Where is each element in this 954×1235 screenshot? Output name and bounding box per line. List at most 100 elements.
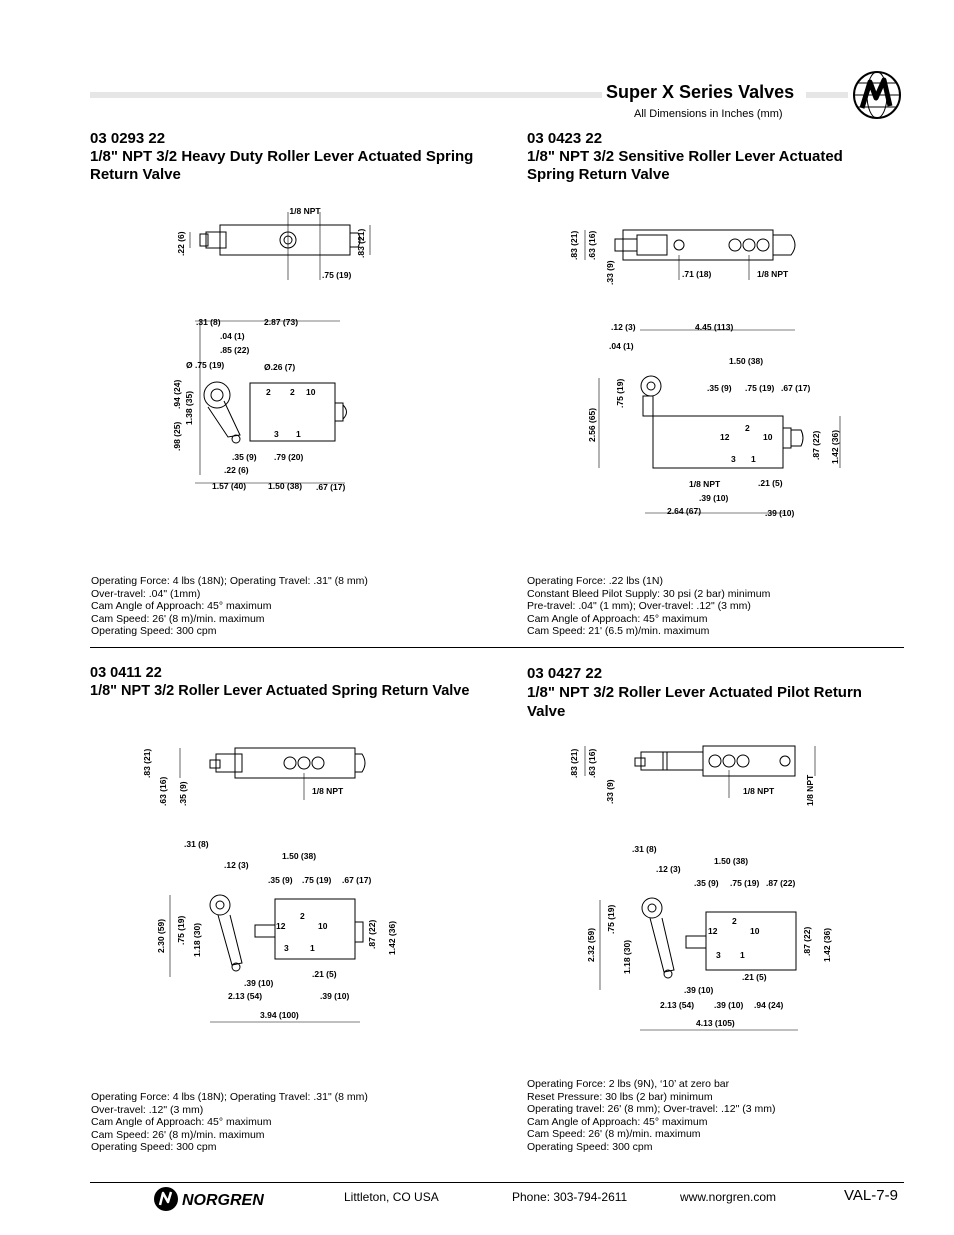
dim-label: .35 (9) (268, 875, 293, 885)
dim-label: .39 (10) (684, 985, 713, 995)
spec-line: Pre-travel: .04" (1 mm); Over-travel: .1… (527, 600, 751, 612)
drawing-4-top-view: .83 (21) .63 (16) .33 (9) 1/8 NPT 1/8 NP… (569, 745, 816, 806)
dim-label: .31 (8) (196, 317, 221, 327)
dim-label: .67 (17) (316, 482, 345, 492)
dim-label: .87 (22) (802, 927, 812, 956)
drawing-3-top-view: .83 (21) .63 (16) .35 (9) 1/8 NPT (142, 747, 366, 806)
section-1-specs: Operating Force: 4 lbs (18N); Operating … (91, 575, 368, 638)
section-1-title: 03 0293 22 1/8" NPT 3/2 Heavy Duty Rolle… (90, 130, 490, 184)
footer-rule (90, 1182, 904, 1183)
port-label: 10 (763, 432, 773, 442)
port-label: 10 (750, 926, 760, 936)
port-label: 2 (300, 911, 305, 921)
port-label: 2 (290, 387, 295, 397)
section-4-title: 03 0427 22 1/8" NPT 3/2 Roller Lever Act… (527, 664, 887, 721)
dim-label: 1/8 NPT (743, 786, 775, 796)
section-2-specs: Operating Force: .22 lbs (1N) Constant B… (527, 575, 770, 638)
dim-label: .83 (21) (356, 229, 366, 258)
dim-label: .67 (17) (342, 875, 371, 885)
part-number: 03 0411 22 (90, 665, 162, 681)
dim-label: .22 (6) (176, 231, 186, 256)
dim-label: 1.50 (38) (268, 481, 302, 491)
logo-text: NORGREN (182, 1192, 264, 1209)
page-title: Super X Series Valves (606, 82, 795, 102)
dim-label: .35 (9) (178, 781, 188, 806)
port-label: 12 (708, 926, 718, 936)
page-subtitle: All Dimensions in Inches (mm) (634, 108, 783, 120)
spec-line: Cam Speed: 21' (6.5 m)/min. maximum (527, 625, 710, 637)
norgren-logo: NORGREN (154, 1187, 264, 1211)
page-number: VAL-7-9 (844, 1187, 898, 1204)
dim-label: 3.94 (100) (260, 1010, 299, 1020)
dim-label: 1.57 (40) (212, 481, 246, 491)
section-divider (90, 647, 904, 648)
port-label: 2 (732, 916, 737, 926)
dim-label: .21 (5) (742, 972, 767, 982)
dim-label: .98 (25) (172, 422, 182, 451)
spec-line: Operating Force: 4 lbs (18N); Operating … (91, 575, 368, 587)
port-label: 3 (716, 950, 721, 960)
dim-label: .85 (22) (220, 345, 249, 355)
dim-label: .63 (16) (587, 749, 597, 778)
drawing-1-top-view: 1/8 NPT .22 (6) .83 (21) .75 (19) (176, 206, 371, 280)
dim-label: 1.50 (38) (714, 856, 748, 866)
dim-label: 4.45 (113) (695, 322, 733, 332)
dim-label: 1/8 NPT (289, 206, 321, 216)
spec-line: Operating Speed: 300 cpm (527, 1140, 653, 1153)
drawing-1-front-view: .31 (8) 2.87 (73) .04 (1) .85 (22) Ø .75… (172, 317, 347, 492)
dim-label: .75 (19) (730, 878, 759, 888)
dim-label: .94 (24) (754, 1000, 783, 1010)
dim-label: 1/8 NPT (805, 774, 815, 806)
dim-label: .22 (6) (224, 465, 249, 475)
spec-line: Cam Angle of Approach: 45° maximum (527, 1115, 708, 1128)
dim-label: 2.30 (59) (156, 919, 166, 953)
port-label: 12 (720, 432, 730, 442)
spec-line: Over-travel: .04" (1mm) (91, 587, 201, 600)
spec-line: Operating Speed: 300 cpm (91, 625, 217, 637)
dim-label: .83 (21) (569, 749, 579, 778)
dim-label: Ø .75 (19) (186, 360, 224, 370)
dim-label: .67 (17) (781, 383, 810, 393)
dim-label: 2.32 (59) (586, 928, 596, 962)
dim-label: .83 (21) (569, 231, 579, 260)
spec-line: Operating Force: .22 lbs (1N) (527, 575, 663, 587)
dim-label: 2.64 (67) (667, 506, 701, 516)
dim-label: .33 (9) (605, 260, 615, 285)
dim-label: .39 (10) (699, 493, 728, 503)
dim-label: .75 (19) (176, 916, 186, 945)
dim-label: 1.50 (38) (282, 851, 316, 861)
dim-label: .35 (9) (707, 383, 732, 393)
dim-label: .04 (1) (220, 331, 245, 341)
dim-label: .83 (21) (142, 749, 152, 778)
footer-phone: Phone: 303-794-2611 (512, 1190, 628, 1204)
section-3-title: 03 0411 22 1/8" NPT 3/2 Roller Lever Act… (90, 664, 510, 700)
dim-label: 1.18 (30) (622, 940, 632, 974)
dim-label: 1.50 (38) (729, 356, 763, 366)
dim-label: .87 (22) (367, 920, 377, 949)
port-label: 3 (274, 429, 279, 439)
dim-label: .87 (22) (766, 878, 795, 888)
section-4-specs: Operating Force: 2 lbs (9N), ‘10’ at zer… (527, 1078, 775, 1153)
spec-line: Cam Speed: 26' (8 m)/min. maximum (527, 1128, 701, 1140)
port-label: 10 (318, 921, 328, 931)
dim-label: .63 (16) (587, 231, 597, 260)
spec-line: Cam Angle of Approach: 45° maximum (91, 1116, 272, 1128)
header-rule-right (806, 92, 848, 98)
dim-label: .33 (9) (605, 779, 615, 804)
dim-label: 1.42 (36) (387, 921, 397, 955)
dim-label: .94 (24) (172, 380, 182, 409)
dim-label: 1.42 (36) (830, 430, 840, 464)
port-label: 1 (751, 454, 756, 464)
footer-website[interactable]: www.norgren.com (680, 1190, 777, 1204)
part-number: 03 0423 22 (527, 130, 603, 147)
dim-label: 2.56 (65) (587, 408, 597, 442)
dim-label: .75 (19) (615, 379, 625, 408)
drawing-4-front-view: .31 (8) .12 (3) 1.50 (38) .35 (9) .75 (1… (586, 844, 832, 1031)
spec-line: Over-travel: .12" (3 mm) (91, 1103, 204, 1116)
globe-logo-icon (853, 71, 901, 119)
part-description: 1/8" NPT 3/2 Sensitive Roller Lever Actu… (527, 148, 843, 183)
section-3-specs: Operating Force: 4 lbs (18N); Operating … (91, 1091, 368, 1154)
drawing-3-front-view: .31 (8) .12 (3) 1.50 (38) .35 (9) .75 (1… (156, 839, 397, 1023)
port-label: 12 (276, 921, 286, 931)
dim-label: .12 (3) (656, 864, 681, 874)
